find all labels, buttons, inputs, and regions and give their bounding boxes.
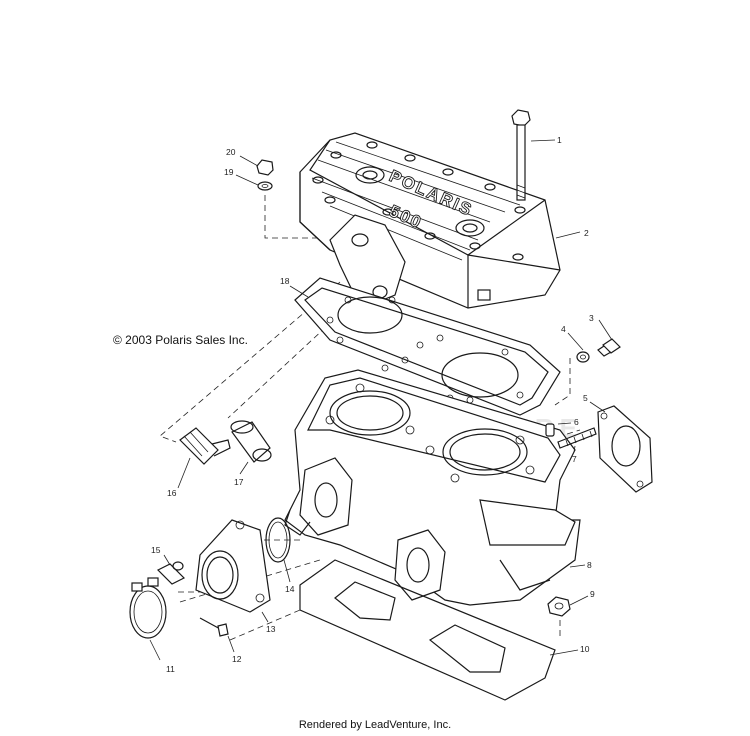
callout-16: 16 <box>167 488 177 498</box>
callout-13: 13 <box>266 624 276 634</box>
callout-12: 12 <box>232 654 242 664</box>
cylinder-block <box>284 369 581 606</box>
callout-3: 3 <box>589 313 594 323</box>
o-ring <box>265 517 291 563</box>
plug-and-washer <box>576 338 621 363</box>
screw <box>156 561 186 585</box>
nut <box>547 596 571 617</box>
callout-19: 19 <box>224 167 234 177</box>
hose-clamp <box>129 577 167 639</box>
exhaust-flange-gasket <box>597 405 653 493</box>
copyright-notice: © 2003 Polaris Sales Inc. <box>113 333 248 347</box>
callout-6: 6 <box>574 417 579 427</box>
callout-2: 2 <box>584 228 589 238</box>
callouts: 1 2 3 4 5 6 7 8 9 10 11 12 13 14 15 16 1… <box>151 135 595 674</box>
cylinder-head-cover: POLARIS 500 <box>299 132 561 309</box>
callout-15: 15 <box>151 545 161 555</box>
callout-17: 17 <box>234 477 244 487</box>
callout-18: 18 <box>280 276 290 286</box>
callout-8: 8 <box>587 560 592 570</box>
long-bolt <box>511 109 531 201</box>
stud <box>557 427 597 449</box>
dowel-pin <box>545 423 555 437</box>
base-gasket <box>299 559 556 701</box>
callout-7: 7 <box>572 454 577 464</box>
callout-10: 10 <box>580 644 590 654</box>
callout-14: 14 <box>285 584 295 594</box>
small-screw <box>199 617 229 637</box>
leader-lines <box>149 139 613 661</box>
callout-4: 4 <box>561 324 566 334</box>
callout-11: 11 <box>166 664 175 674</box>
fitting <box>230 420 272 463</box>
intake-flange <box>195 519 271 613</box>
callout-5: 5 <box>583 393 588 403</box>
callout-20: 20 <box>226 147 236 157</box>
footer-credit: Rendered by LeadVenture, Inc. <box>298 719 452 731</box>
callout-1: 1 <box>557 135 562 145</box>
callout-9: 9 <box>590 589 595 599</box>
cover-bolt-and-washer <box>256 159 274 191</box>
temperature-sensor <box>179 427 231 465</box>
